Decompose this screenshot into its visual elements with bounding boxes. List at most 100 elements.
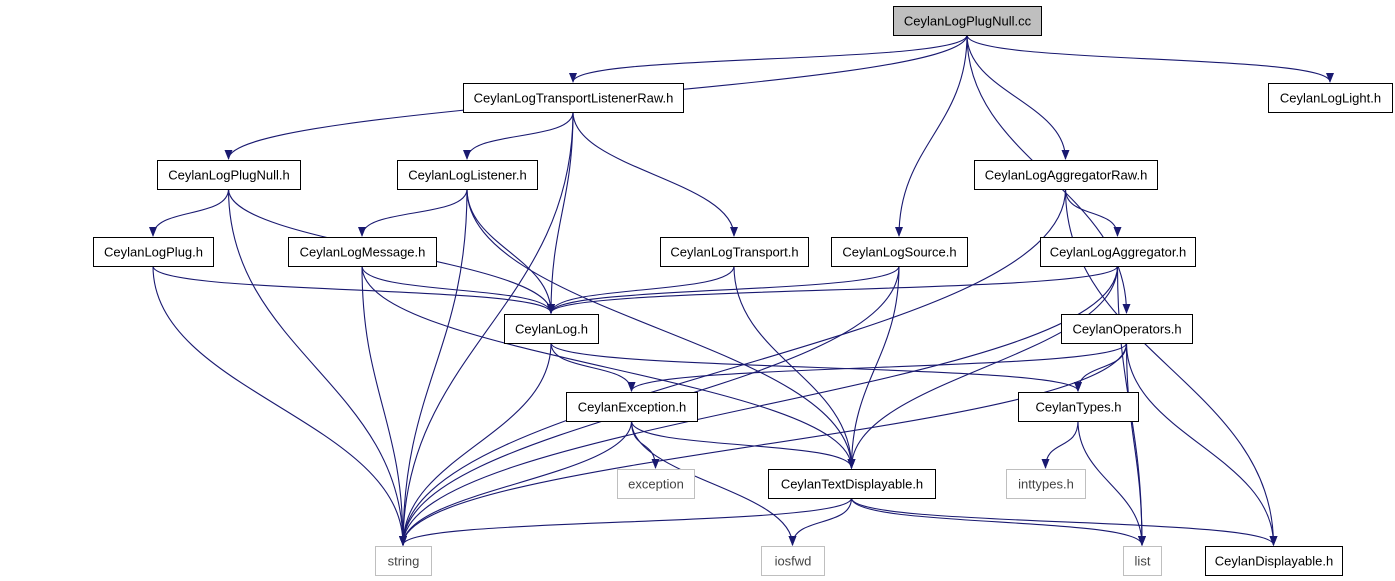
node-label-aggraw: CeylanLogAggregatorRaw.h bbox=[985, 168, 1148, 183]
node-textdisp[interactable]: CeylanTextDisplayable.h bbox=[768, 469, 936, 499]
edge-cc-to-tlr bbox=[569, 34, 968, 83]
edge-aggraw-to-agg bbox=[1064, 188, 1122, 237]
edge-types-to-list bbox=[1077, 420, 1146, 546]
node-label-plugnull: CeylanLogPlugNull.h bbox=[168, 168, 289, 183]
node-box-textdisp bbox=[768, 469, 936, 499]
node-box-transport bbox=[660, 237, 809, 267]
node-list: list bbox=[1123, 546, 1162, 576]
edge-source-to-log bbox=[547, 265, 900, 314]
node-ops[interactable]: CeylanOperators.h bbox=[1061, 314, 1193, 344]
node-label-cc: CeylanLogPlugNull.cc bbox=[904, 14, 1032, 29]
node-aggraw[interactable]: CeylanLogAggregatorRaw.h bbox=[974, 160, 1158, 190]
node-label-source: CeylanLogSource.h bbox=[842, 245, 956, 260]
node-log[interactable]: CeylanLog.h bbox=[504, 314, 599, 344]
dependency-edges bbox=[149, 34, 1334, 546]
node-plugnull[interactable]: CeylanLogPlugNull.h bbox=[157, 160, 301, 190]
edge-textdisp-to-iosfwd bbox=[788, 497, 853, 546]
edge-ops-to-exc bbox=[627, 342, 1128, 392]
node-box-plug bbox=[93, 237, 214, 267]
edge-exc-to-string bbox=[399, 420, 633, 546]
node-source[interactable]: CeylanLogSource.h bbox=[831, 237, 968, 267]
edge-log-to-string bbox=[399, 342, 552, 546]
edge-ops-to-list bbox=[1125, 342, 1146, 546]
node-box-aggraw bbox=[974, 160, 1158, 190]
node-label-inttypes: inttypes.h bbox=[1018, 477, 1074, 492]
node-label-exception: exception bbox=[628, 477, 684, 492]
node-agg[interactable]: CeylanLogAggregator.h bbox=[1040, 237, 1196, 267]
node-light[interactable]: CeylanLogLight.h bbox=[1268, 83, 1393, 113]
node-disp[interactable]: CeylanDisplayable.h bbox=[1205, 546, 1343, 576]
edge-ops-to-disp bbox=[1125, 342, 1278, 546]
node-label-light: CeylanLogLight.h bbox=[1280, 91, 1381, 106]
edge-plug-to-log bbox=[152, 265, 555, 314]
edge-message-to-string bbox=[361, 265, 407, 546]
node-box-exception bbox=[617, 469, 695, 499]
node-exc[interactable]: CeylanException.h bbox=[566, 392, 698, 422]
node-listener[interactable]: CeylanLogListener.h bbox=[397, 160, 538, 190]
node-label-plug: CeylanLogPlug.h bbox=[104, 245, 203, 260]
node-box-tlr bbox=[463, 83, 684, 113]
edge-message-to-textdisp bbox=[361, 265, 856, 469]
node-box-cc bbox=[893, 6, 1042, 36]
node-box-message bbox=[288, 237, 437, 267]
node-label-ops: CeylanOperators.h bbox=[1072, 322, 1181, 337]
edge-listener-to-string bbox=[399, 188, 468, 546]
edge-plugnull-to-string bbox=[227, 188, 407, 546]
node-iosfwd: iosfwd bbox=[761, 546, 825, 576]
edge-tlr-to-string bbox=[399, 111, 574, 546]
node-label-exc: CeylanException.h bbox=[578, 400, 686, 415]
node-types[interactable]: CeylanTypes.h bbox=[1018, 392, 1139, 422]
node-message[interactable]: CeylanLogMessage.h bbox=[288, 237, 437, 267]
edge-log-to-types bbox=[550, 342, 1082, 392]
node-box-exc bbox=[566, 392, 698, 422]
edge-cc-to-source bbox=[895, 34, 968, 237]
node-box-ops bbox=[1061, 314, 1193, 344]
edge-aggraw-to-string bbox=[399, 188, 1067, 546]
edge-plug-to-string bbox=[152, 265, 407, 546]
node-box-listener bbox=[397, 160, 538, 190]
node-label-log: CeylanLog.h bbox=[515, 322, 588, 337]
node-label-tlr: CeylanLogTransportListenerRaw.h bbox=[474, 91, 674, 106]
node-box-inttypes bbox=[1006, 469, 1086, 499]
dependency-nodes: CeylanLogPlugNull.ccCeylanLogTransportLi… bbox=[93, 6, 1393, 576]
edge-transport-to-log bbox=[547, 265, 735, 314]
node-box-agg bbox=[1040, 237, 1196, 267]
node-box-log bbox=[504, 314, 599, 344]
node-label-agg: CeylanLogAggregator.h bbox=[1050, 245, 1187, 260]
edge-agg-to-log bbox=[547, 265, 1119, 314]
edge-agg-to-string bbox=[399, 265, 1119, 546]
node-label-message: CeylanLogMessage.h bbox=[300, 245, 426, 260]
node-box-source bbox=[831, 237, 968, 267]
node-box-disp bbox=[1205, 546, 1343, 576]
edge-listener-to-message bbox=[358, 188, 468, 237]
edge-exc-to-iosfwd bbox=[630, 420, 797, 546]
edge-ops-to-types bbox=[1074, 342, 1128, 392]
edge-tlr-to-listener bbox=[463, 111, 574, 160]
node-string: string bbox=[375, 546, 432, 576]
node-label-transport: CeylanLogTransport.h bbox=[670, 245, 798, 260]
edge-exc-to-exception bbox=[630, 420, 660, 469]
node-label-disp: CeylanDisplayable.h bbox=[1215, 554, 1334, 569]
node-box-list bbox=[1123, 546, 1162, 576]
node-tlr[interactable]: CeylanLogTransportListenerRaw.h bbox=[463, 83, 684, 113]
node-transport[interactable]: CeylanLogTransport.h bbox=[660, 237, 809, 267]
node-label-iosfwd: iosfwd bbox=[775, 554, 812, 569]
edge-textdisp-to-string bbox=[399, 497, 853, 546]
node-cc[interactable]: CeylanLogPlugNull.cc bbox=[893, 6, 1042, 36]
edge-listener-to-textdisp bbox=[466, 188, 856, 469]
node-box-iosfwd bbox=[761, 546, 825, 576]
edge-transport-to-textdisp bbox=[733, 265, 856, 469]
edge-agg-to-textdisp bbox=[847, 265, 1119, 469]
node-label-types: CeylanTypes.h bbox=[1036, 400, 1122, 415]
edge-types-to-inttypes bbox=[1041, 420, 1079, 469]
node-plug[interactable]: CeylanLogPlug.h bbox=[93, 237, 214, 267]
node-label-string: string bbox=[388, 554, 420, 569]
node-inttypes: inttypes.h bbox=[1006, 469, 1086, 499]
node-label-textdisp: CeylanTextDisplayable.h bbox=[781, 477, 923, 492]
node-label-listener: CeylanLogListener.h bbox=[408, 168, 527, 183]
edge-cc-to-aggraw bbox=[966, 34, 1070, 160]
edge-exc-to-textdisp bbox=[630, 420, 856, 469]
edge-ops-to-string bbox=[399, 342, 1128, 546]
edge-message-to-log bbox=[361, 265, 555, 314]
